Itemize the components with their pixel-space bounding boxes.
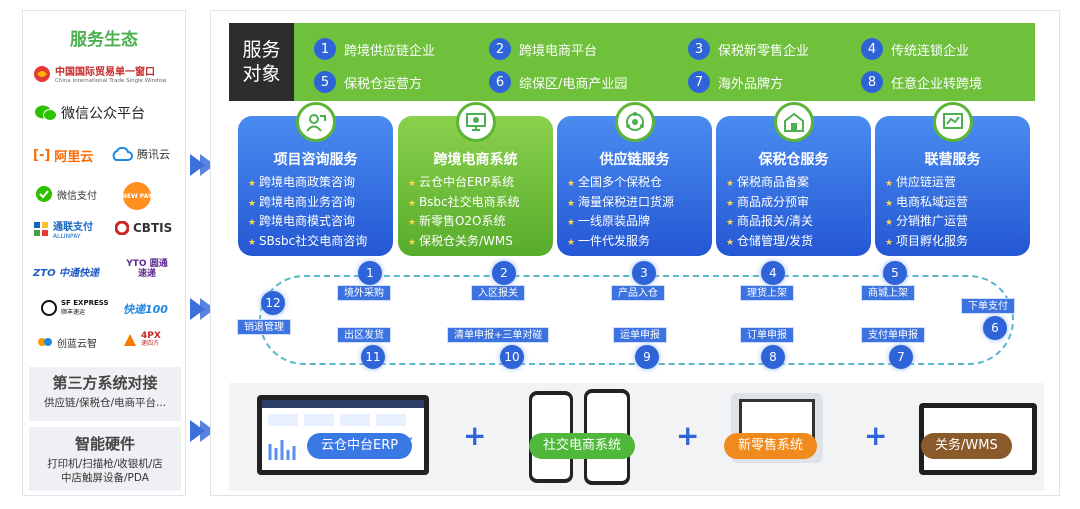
- flow-step-num: 11: [361, 345, 385, 369]
- allinpay-icon: [34, 222, 48, 236]
- product-pill: 新零售系统: [724, 433, 818, 459]
- flow-step-num: 3: [632, 261, 656, 285]
- flow-step-num: 7: [889, 345, 913, 369]
- product-pill: 云仓中台ERP: [307, 433, 413, 459]
- wechat-pay-icon: [36, 186, 52, 202]
- flow-step-label: 入区报关: [471, 285, 525, 301]
- partner-aliyun: [-] 阿里云: [33, 148, 94, 165]
- flow-step-label: 运单申报: [613, 327, 667, 343]
- flow-step-label: 境外采购: [337, 285, 391, 301]
- cloud-icon: [112, 147, 133, 161]
- flow-step-num: 1: [358, 261, 382, 285]
- monitor-icon: [455, 102, 496, 142]
- flow-step-num: 9: [635, 345, 659, 369]
- flow-step-label: 产品入仓: [611, 285, 665, 301]
- partner-wechat-mp: 微信公众平台: [35, 103, 145, 123]
- partner-4px: 4PX 递四方: [123, 332, 161, 348]
- flow-step-num: 8: [761, 345, 785, 369]
- plus-icon: +: [864, 419, 888, 452]
- service-card-bonded-warehouse: 保税仓服务 保税商品备案 商品成分预审 商品报关/清关 仓储管理/发货: [716, 102, 871, 256]
- partner-sf-express: SF EXPRESS 顺丰速运: [41, 299, 109, 316]
- chart-icon: [932, 102, 973, 142]
- flow-step-label: 销退管理: [237, 319, 291, 335]
- flow-step-label: 出区发货: [337, 327, 391, 343]
- plus-icon: +: [463, 419, 487, 452]
- partner-chuanglan: 创蓝云智: [37, 334, 97, 350]
- newpay-logo-icon: NEW PAY: [122, 182, 152, 210]
- flow-step-num: 2: [492, 261, 516, 285]
- flow-step-label: 订单申报: [740, 327, 794, 343]
- aliyun-logo-icon: [-]: [33, 148, 51, 163]
- flow-step-num: 5: [883, 261, 907, 285]
- hardware-box: 智能硬件 打印机/扫描枪/收银机/店 中店触屏设备/PDA: [29, 427, 181, 491]
- flow-step-label: 商城上架: [861, 285, 915, 301]
- panel-title: 服务生态: [70, 30, 138, 50]
- service-targets-label: 服务 对象: [229, 23, 294, 101]
- third-party-desc: 供应链/保税仓/电商平台...: [43, 397, 167, 409]
- partner-allinpay: 通联支付 ALLINPAY: [33, 218, 93, 240]
- service-card-ecommerce-system: 跨境电商系统 云仓中台ERP系统 Bsbc社交电商系统 新零售O2O系统 保税仓…: [398, 102, 553, 256]
- partner-tencent-cloud: 腾讯云: [111, 146, 170, 162]
- partner-wechat-pay: 微信支付: [35, 185, 97, 203]
- plus-icon: +: [676, 419, 700, 452]
- partner-yto: YTO 圆通速递: [126, 259, 168, 279]
- partner-zto: ZTO 中通快递: [33, 268, 100, 279]
- partner-cbtis: CBTIS: [115, 221, 172, 235]
- flow-step-num: 6: [983, 316, 1007, 340]
- flow-step-label: 支付单申报: [861, 327, 925, 343]
- third-party-title: 第三方系统对接: [52, 374, 158, 392]
- flow-step-num: 10: [500, 345, 524, 369]
- 4px-logo-icon: [124, 334, 136, 346]
- products-row: 云仓中台ERP + 社交电商系统 + 新零售系统 + 关务/WMS: [229, 383, 1044, 491]
- partner-single-window: 中国国际贸易单一窗口 China International Trade Sin…: [33, 63, 166, 84]
- partner-kuaidi100: 快递100: [123, 303, 168, 316]
- wechat-icon: [35, 105, 57, 121]
- flow-step-num: 12: [261, 291, 285, 315]
- partner-newpay: NEW PAY: [122, 182, 152, 210]
- consult-icon: [295, 102, 336, 142]
- flow-step-label: 理货上架: [740, 285, 794, 301]
- warehouse-icon: [773, 102, 814, 142]
- hardware-desc-2: 中店触屏设备/PDA: [61, 472, 149, 484]
- service-card-consulting: 项目咨询服务 跨境电商政策咨询 跨境电商业务咨询 跨境电商模式咨询 SBsbc社…: [238, 102, 393, 256]
- service-card-supply-chain: 供应链服务 全国多个保税仓 海量保税进口货源 一线原装品牌 一件代发服务: [557, 102, 712, 256]
- third-party-box: 第三方系统对接 供应链/保税仓/电商平台...: [29, 367, 181, 421]
- chuanglan-logo-icon: [38, 338, 52, 346]
- flow-step-label: 下单支付: [961, 298, 1015, 314]
- hardware-title: 智能硬件: [74, 435, 135, 453]
- flow-step-num: 4: [761, 261, 785, 285]
- sf-logo-icon: [41, 299, 57, 316]
- service-card-joint-operation: 联营服务 供应链运营 电商私域运营 分销推广运营 项目孵化服务: [875, 102, 1030, 256]
- service-ecosystem-panel: 服务生态 中国国际贸易单一窗口 China International Trad…: [22, 10, 186, 496]
- chain-icon: [614, 102, 655, 142]
- single-window-logo-icon: [34, 65, 50, 82]
- cbtis-logo-icon: [115, 221, 129, 235]
- hardware-desc-1: 打印机/扫描枪/收银机/店: [47, 458, 163, 470]
- product-pill: 关务/WMS: [921, 433, 1012, 459]
- product-pill: 社交电商系统: [529, 433, 636, 459]
- flow-step-label: 清单申报+三单对碰: [447, 327, 550, 343]
